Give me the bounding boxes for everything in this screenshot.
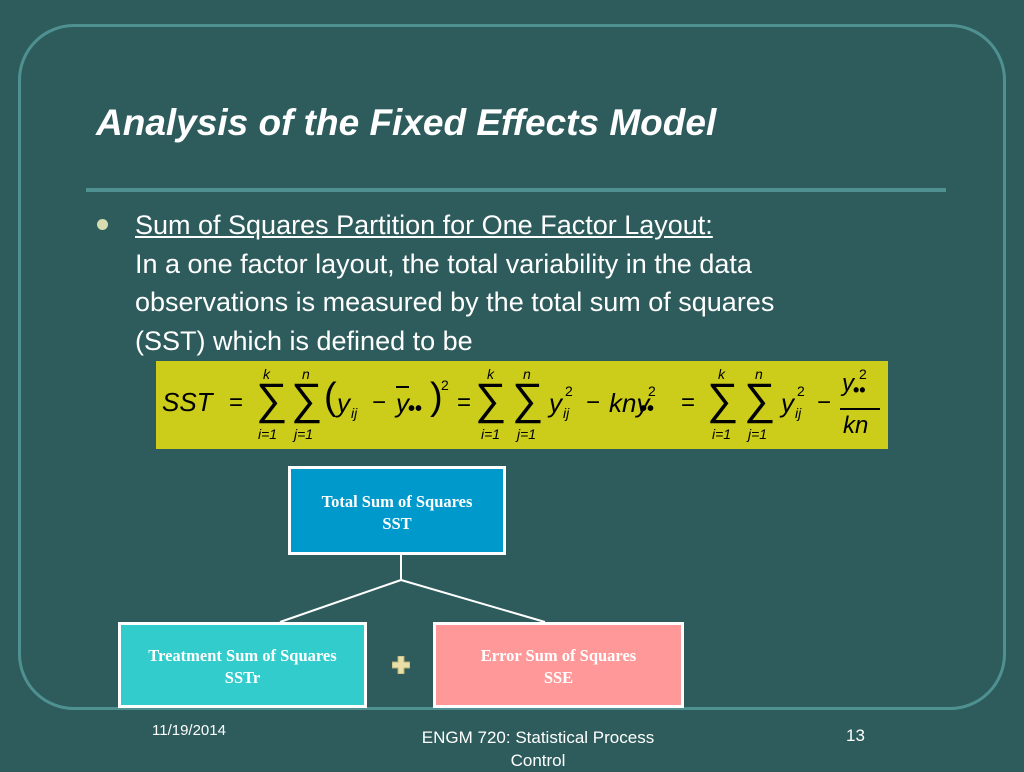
connector-right — [400, 579, 546, 623]
bullet-line-1: In a one factor layout, the total variab… — [135, 248, 752, 279]
top-box-line2: SST — [382, 514, 412, 533]
footer-course-line1: ENGM 720: Statistical Process — [421, 728, 655, 747]
title-divider — [86, 188, 946, 192]
bullet-line-2: observations is measured by the total su… — [135, 287, 775, 317]
left-box-line2: SSTr — [224, 668, 261, 687]
error-sum-of-squares-box: Error Sum of Squares SSE — [433, 622, 684, 708]
bullet-heading: Sum of Squares Partition for One Factor … — [135, 210, 713, 240]
total-sum-of-squares-box: Total Sum of Squares SST — [288, 466, 506, 555]
right-box-line1: Error Sum of Squares — [480, 646, 637, 665]
bullet-line-3: (SST) which is defined to be — [135, 325, 473, 356]
slide-frame — [18, 24, 1006, 710]
sst-formula — [156, 361, 888, 449]
slide-title: Analysis of the Fixed Effects Model — [96, 102, 717, 143]
footer-course-line2: Control — [510, 751, 566, 770]
treatment-sum-of-squares-box: Treatment Sum of Squares SSTr — [118, 622, 367, 708]
footer-course: ENGM 720: Statistical Process Control — [388, 726, 688, 772]
connector-left — [279, 579, 402, 623]
footer-date: 11/19/2014 — [152, 722, 226, 739]
bullet-text: Sum of Squares Partition for One Factor … — [135, 206, 955, 360]
bullet-dot-icon — [97, 219, 108, 230]
footer-page-number: 13 — [846, 726, 865, 745]
right-box-line2: SSE — [543, 668, 574, 687]
top-box-line1: Total Sum of Squares — [321, 492, 473, 511]
plus-icon — [392, 656, 410, 674]
left-box-line1: Treatment Sum of Squares — [148, 646, 337, 665]
